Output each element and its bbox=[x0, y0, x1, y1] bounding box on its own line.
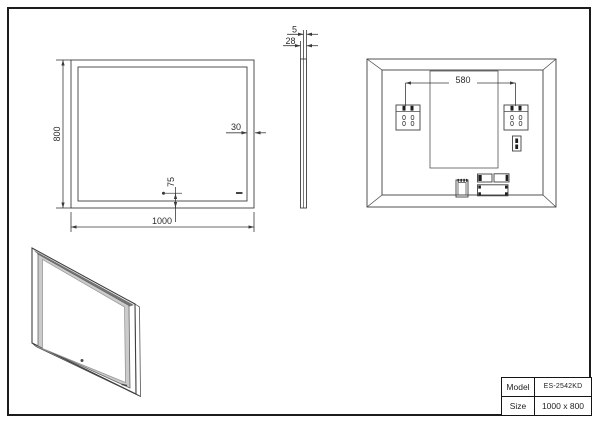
sensor-dot-3d bbox=[80, 359, 84, 362]
indicator-mark-3d bbox=[121, 383, 128, 387]
perspective-view bbox=[31, 247, 141, 398]
front-glass bbox=[77, 66, 248, 202]
back-outer-frame bbox=[366, 58, 557, 208]
front-height-dim: 800 bbox=[52, 126, 62, 141]
side-depth-dim: 28 bbox=[285, 36, 295, 46]
back-view: 580 bbox=[366, 58, 557, 208]
front-width-dim: 1000 bbox=[152, 216, 172, 226]
hanging-bracket-right bbox=[503, 104, 529, 131]
side-glass-dim: 5 bbox=[292, 25, 297, 35]
junction-box bbox=[455, 178, 469, 198]
model-label: Model bbox=[502, 378, 535, 397]
size-label: Size bbox=[502, 396, 535, 415]
led-driver-small-right bbox=[493, 173, 510, 183]
side-view: 5 28 bbox=[283, 25, 318, 209]
hanging-bracket-left bbox=[395, 104, 421, 131]
front-frame-dim: 30 bbox=[231, 122, 241, 132]
mirror-glass-3d bbox=[42, 258, 126, 384]
front-sensor-dim: 75 bbox=[166, 177, 176, 187]
heating-pad bbox=[429, 70, 499, 169]
model-value: ES-2542KD bbox=[535, 378, 591, 397]
size-value: 1000 x 800 bbox=[541, 400, 585, 411]
front-view: 800 1000 30 75 bbox=[52, 59, 266, 232]
touch-switch-module bbox=[512, 135, 522, 152]
frame-top-rail-3d bbox=[33, 250, 134, 307]
title-block: Model ES-2542KD Size 1000 x 800 bbox=[501, 377, 592, 416]
front-frame bbox=[70, 59, 255, 209]
led-driver-long bbox=[477, 184, 509, 197]
led-driver-small-left bbox=[477, 173, 493, 183]
back-inner-panel bbox=[381, 69, 544, 196]
back-bracket-dim: 580 bbox=[455, 75, 470, 85]
